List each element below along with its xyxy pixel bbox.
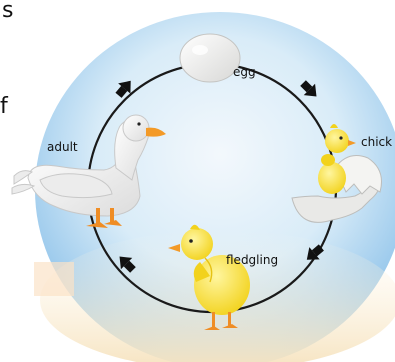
stage-label-adult: adult xyxy=(47,140,78,154)
stage-label-egg: egg xyxy=(233,65,256,79)
stage-label-chick: chick xyxy=(361,135,392,149)
egg-icon xyxy=(180,34,240,82)
stage-label-fledgling: fledgling xyxy=(226,253,278,267)
